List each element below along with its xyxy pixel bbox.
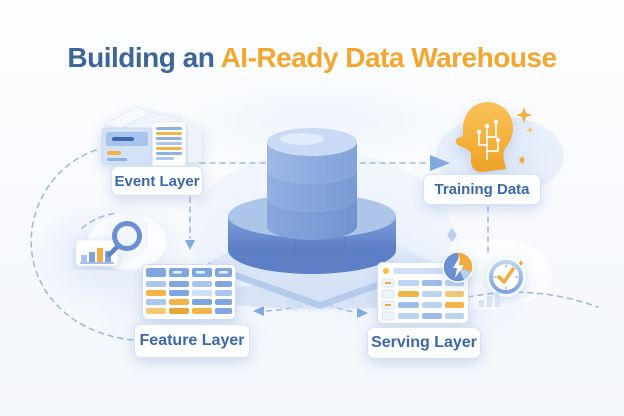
documents-box-icon (101, 107, 202, 167)
arrowhead-right2-icon (357, 308, 368, 318)
label-event-layer: Event Layer (111, 166, 203, 196)
mini-bars-decor (479, 292, 500, 307)
label-event-layer-text: Event Layer (114, 172, 200, 190)
database-cylinder-icon (208, 128, 432, 309)
label-training-data: Training Data (423, 174, 541, 205)
sparkle-star-small-icon (526, 126, 534, 134)
sparkle-star-icon (516, 107, 532, 123)
label-feature-layer-text: Feature Layer (139, 332, 245, 349)
data-table-icon (142, 264, 236, 320)
sparkle-diamond-icon (447, 228, 457, 242)
label-feature-layer: Feature Layer (134, 324, 250, 358)
arrowhead-right-icon (430, 155, 450, 171)
page-title: Building an AI-Ready Data Warehouse (0, 42, 624, 74)
connector-small-arc (81, 212, 119, 229)
connector-right-curve (467, 291, 599, 308)
label-training-data-text: Training Data (434, 181, 530, 198)
label-serving-layer-text: Serving Layer (371, 334, 477, 351)
dashboard-grid-icon (377, 262, 469, 324)
sparkle-diamond-orange-icon (519, 260, 523, 266)
sparkle-diamond-orange-icon (519, 156, 525, 164)
connector-left-arc (30, 149, 165, 342)
arrowhead-down-icon (185, 240, 195, 250)
title-highlight: AI-Ready Data Warehouse (220, 42, 558, 73)
arrowhead-left-icon (253, 306, 264, 316)
pie-chart-lightning-icon (442, 251, 474, 283)
title-prefix: Building an (67, 42, 221, 73)
magnifier-bar-chart-icon (75, 214, 148, 267)
label-serving-layer: Serving Layer (367, 327, 481, 359)
clock-check-icon (486, 257, 526, 297)
ai-head-circuit-icon (455, 101, 534, 172)
